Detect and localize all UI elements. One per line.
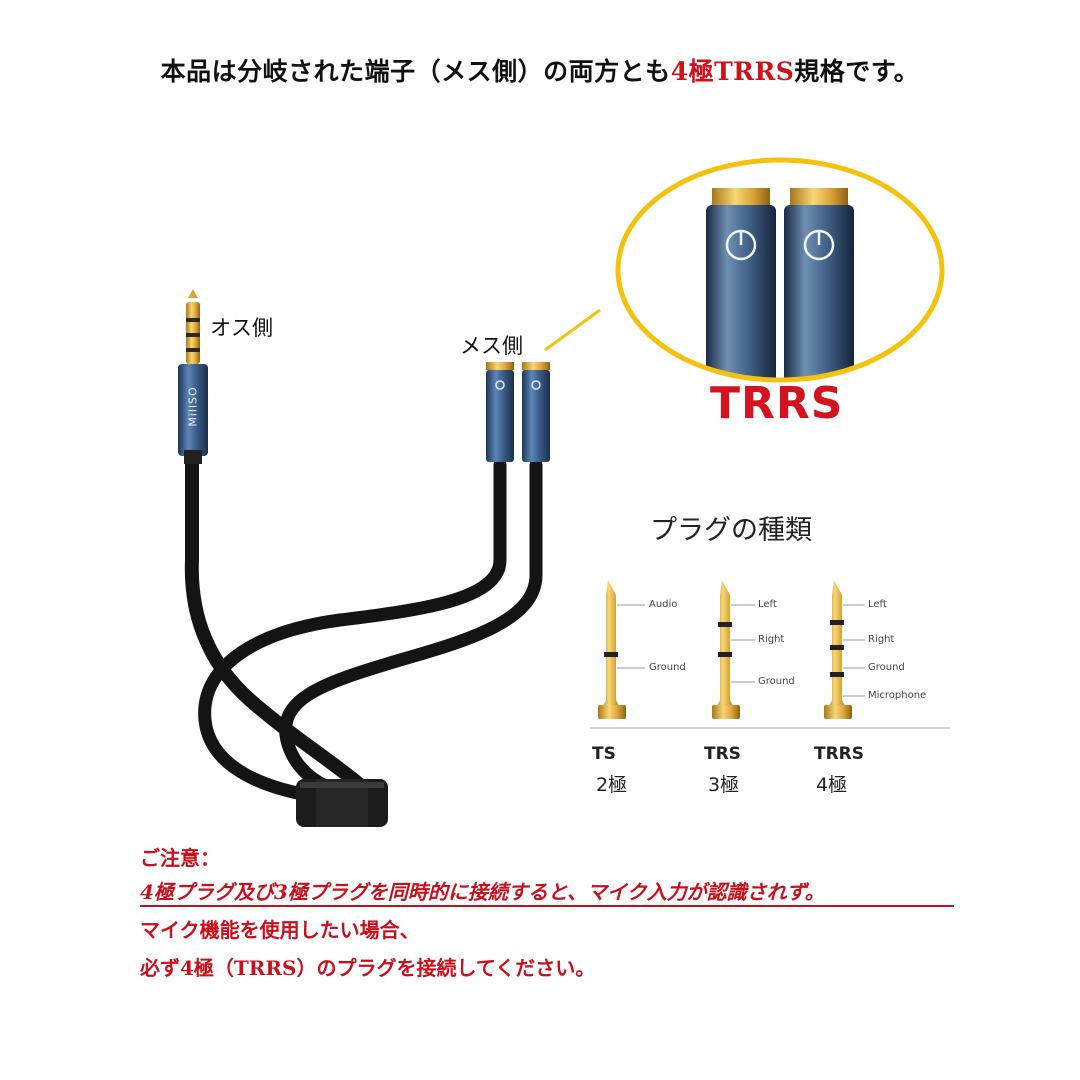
plug-part-leaders	[617, 604, 865, 697]
notice-underline	[140, 905, 954, 907]
type-trrs-name: TRRS	[814, 744, 865, 764]
plug-types-title: プラグの種類	[650, 515, 812, 546]
type-ts-poles: 2極	[596, 774, 628, 796]
type-trs-name: TRS	[704, 744, 741, 764]
trrs-part-left: Left	[868, 599, 887, 610]
plug-ts-illustration	[598, 580, 626, 719]
cable	[184, 448, 543, 805]
ts-part-ground: Ground	[649, 662, 686, 673]
trs-part-ground: Ground	[758, 676, 795, 687]
male-side-label: オス側	[210, 316, 273, 340]
trs-part-left: Left	[758, 599, 777, 610]
zoom-leader-line	[544, 308, 601, 352]
male-plug	[178, 289, 208, 464]
plug-trrs-illustration	[824, 580, 852, 719]
zoom-detail	[615, 157, 945, 383]
notice-line2: マイク機能を使用したい場合、	[140, 918, 420, 942]
mic-icon	[725, 229, 835, 261]
trrs-part-right: Right	[868, 634, 895, 645]
headline: 本品は分岐された端子（メス側）の両方とも4極TRRS規格です。	[0, 52, 1080, 88]
headline-accent: 4極TRRS	[670, 57, 795, 86]
female-side-label: メス側	[460, 334, 523, 358]
ts-part-audio: Audio	[649, 599, 678, 610]
brand-logo: MillSO	[186, 386, 200, 427]
splitter	[296, 779, 388, 827]
headline-suffix: 規格です。	[794, 57, 920, 86]
notice-line3: 必ず4極（TRRS）のプラグを接続してください。	[140, 956, 596, 980]
type-trrs-poles: 4極	[816, 774, 848, 796]
trrs-part-ground: Ground	[868, 662, 905, 673]
type-ts-name: TS	[592, 744, 616, 764]
trrs-part-microphone: Microphone	[868, 690, 927, 701]
female-connectors	[486, 362, 550, 462]
trrs-zoom-label: TRRS	[710, 378, 844, 429]
plug-trs-illustration	[712, 580, 740, 719]
headline-prefix: 本品は分岐された端子（メス側）の両方とも	[160, 57, 671, 86]
trs-part-right: Right	[758, 634, 785, 645]
notice-heading: ご注意：	[140, 846, 220, 870]
notice-line1: 4極プラグ及び3極プラグを同時的に接続すると、マイク入力が認識されず。	[140, 880, 825, 904]
type-trs-poles: 3極	[708, 774, 740, 796]
